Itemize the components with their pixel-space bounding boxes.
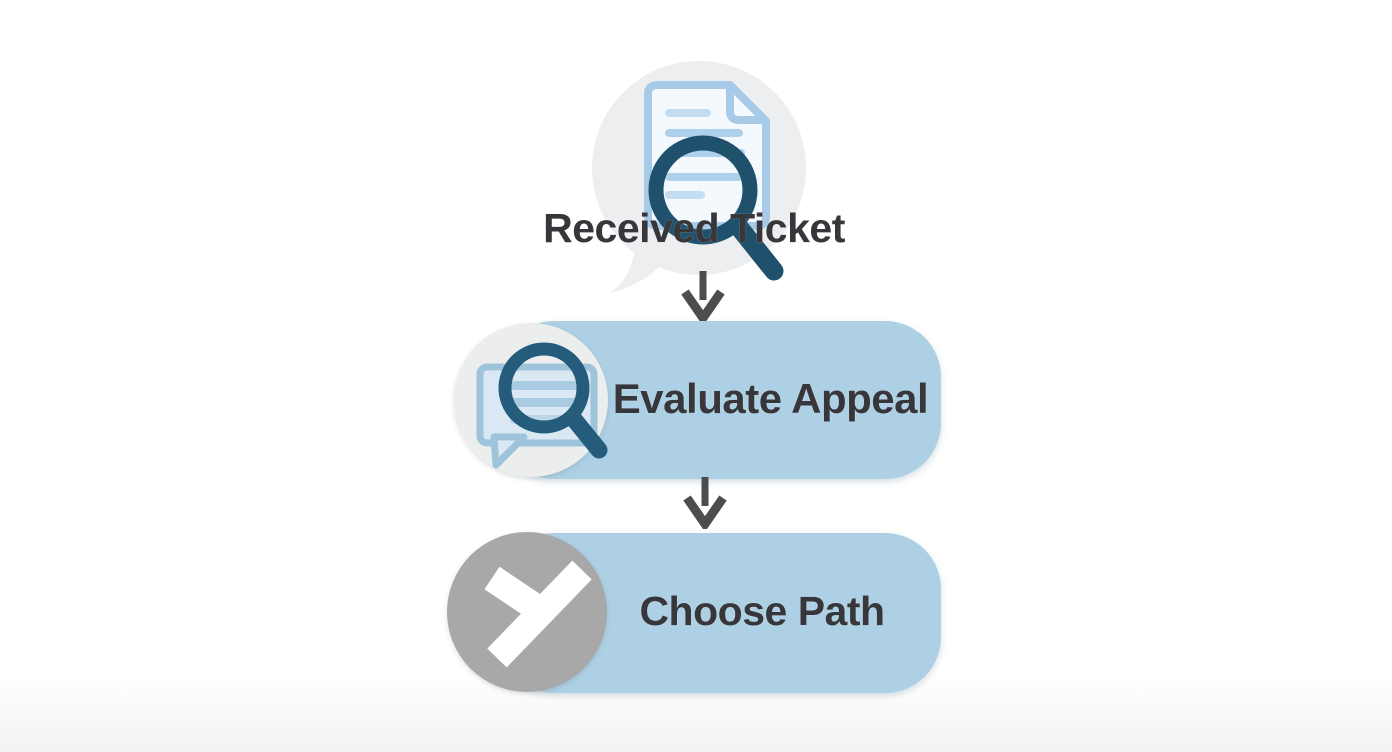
- branch-fork-icon: [447, 532, 607, 692]
- step-label-choose-path: Choose Path: [639, 588, 885, 634]
- magnifier-icon: [498, 342, 608, 459]
- document-search-icon: [592, 61, 806, 293]
- comment-search-icon: [454, 323, 608, 477]
- branch-fork-graphic: [484, 560, 592, 668]
- magnifier-icon: [648, 135, 784, 281]
- comment-search-graphic: [476, 342, 608, 469]
- step-received-ticket: [570, 45, 830, 295]
- step-label-received-ticket: Received Ticket: [543, 205, 845, 251]
- step-label-evaluate-appeal: Evaluate Appeal: [612, 375, 929, 422]
- arrow-down-icon-1: [681, 271, 725, 323]
- arrow-down-icon-2: [683, 477, 727, 529]
